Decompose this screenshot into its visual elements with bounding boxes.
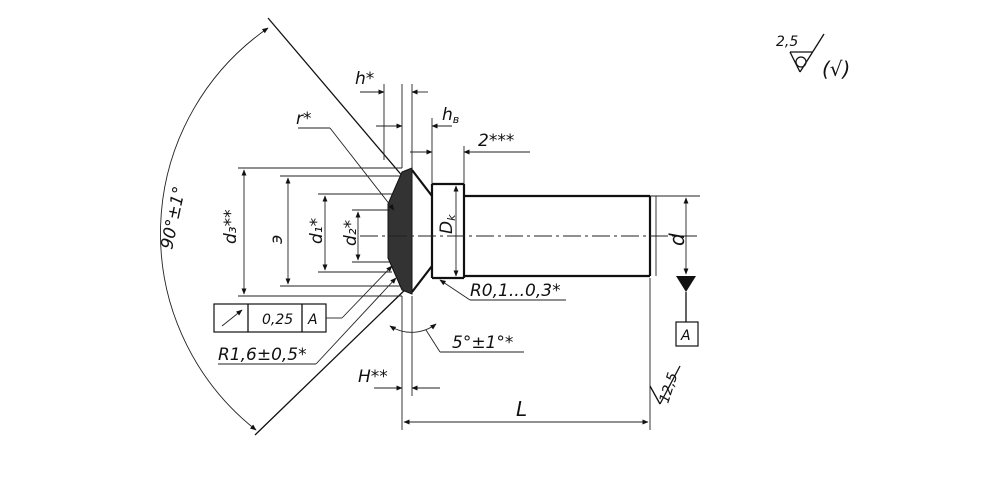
rough-2-5-label: 2,5 bbox=[776, 34, 798, 50]
r01-label: R0,1...0,3* bbox=[470, 281, 561, 301]
dk-main: D bbox=[437, 221, 457, 234]
general-roughness: 2,5 (√) bbox=[776, 33, 850, 81]
runout-value: 0,25 bbox=[262, 312, 293, 328]
r01-leader: R0,1...0,3* bbox=[439, 279, 566, 301]
d2-label: d₂* bbox=[341, 220, 361, 246]
l-dimension: L bbox=[401, 278, 651, 430]
hb-sub: в bbox=[453, 113, 459, 126]
r16-label: R1,6±0,5* bbox=[218, 345, 307, 365]
right-dimensions: Dk d bbox=[437, 185, 700, 277]
dk-label: Dk bbox=[437, 214, 458, 234]
left-dimensions: d₃** э d₁* d₂* bbox=[221, 167, 402, 297]
runout-datum: A bbox=[307, 312, 318, 328]
hb-main: h bbox=[442, 105, 453, 125]
h-dimension: H** bbox=[358, 296, 440, 396]
h-stars-label: H** bbox=[358, 367, 388, 387]
rough-paren-label: (√) bbox=[822, 57, 850, 81]
d3-label: d₃** bbox=[221, 209, 241, 244]
angle-5-dimension: 5°±1°* bbox=[389, 323, 524, 353]
e-label: э bbox=[267, 235, 287, 244]
top-dimensions: h* hв 2*** bbox=[355, 69, 530, 184]
r16-leader: R1,6±0,5* bbox=[218, 277, 397, 365]
d-label: d bbox=[665, 233, 689, 246]
two-stars-label: 2*** bbox=[478, 131, 514, 151]
angle-5-label: 5°±1°* bbox=[452, 333, 513, 353]
l-label: L bbox=[516, 397, 527, 421]
h-star-label: h* bbox=[355, 69, 374, 89]
rough-12-label: 12,5 bbox=[657, 371, 682, 406]
datum-a: A bbox=[675, 276, 699, 347]
head-section bbox=[387, 167, 413, 295]
r-leader: r* bbox=[296, 109, 395, 211]
hb-label: hв bbox=[442, 105, 459, 126]
angle-90-label: 90°±1° bbox=[157, 185, 190, 251]
dk-sub: k bbox=[445, 214, 458, 221]
runout-frame: 0,25 A bbox=[213, 265, 393, 333]
datum-box-label: A bbox=[680, 328, 691, 344]
d1-label: d₁* bbox=[307, 218, 327, 244]
screw-outline bbox=[360, 167, 700, 295]
roughness-12-5: 12,5 bbox=[649, 365, 682, 406]
r-star-label: r* bbox=[296, 109, 312, 129]
